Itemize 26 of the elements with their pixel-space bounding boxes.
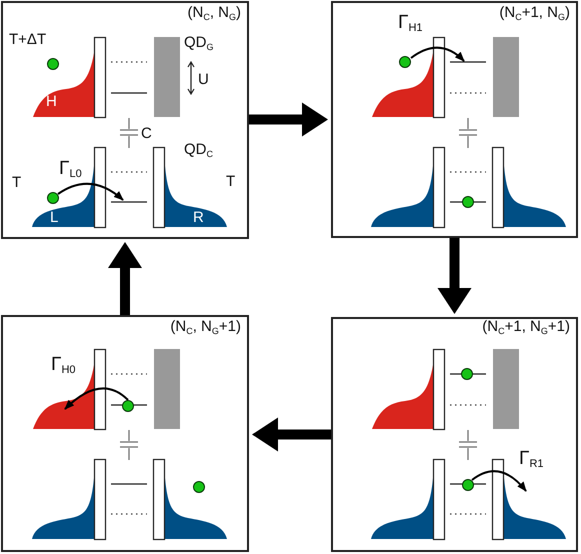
text-label: L	[50, 210, 58, 225]
text-label: R	[193, 210, 204, 225]
state-panel	[1, 1, 249, 239]
text-label: T	[226, 174, 236, 189]
text-label: H	[46, 94, 57, 109]
text-label: QD$_{G}$	[184, 35, 214, 52]
state-label: (N$_{C}$, N$_{G}$+1)	[170, 319, 241, 336]
state-label: (N$_{C}$+1, N$_{G}$)	[499, 5, 570, 22]
text-label: QD$_{C}$	[184, 142, 213, 159]
transition-arrow	[438, 238, 472, 314]
transition-arrow	[252, 418, 331, 452]
state-panel	[1, 315, 249, 552]
transition-arrow	[108, 242, 142, 315]
state-label: (N$_{C}$, N$_{G}$)	[187, 5, 241, 22]
state-panel	[331, 1, 578, 238]
rate-label: Γ$_{R1}$	[519, 449, 544, 470]
state-label: (N$_{C}$+1, N$_{G}$+1)	[482, 319, 570, 336]
rate-label: Γ$_{H0}$	[51, 355, 76, 376]
rate-label: Γ$_{L0}$	[59, 159, 82, 180]
text-label: T+ΔT	[9, 32, 46, 47]
text-label: T	[12, 175, 22, 190]
rate-label: Γ$_{H1}$	[398, 13, 423, 34]
state-panel	[331, 317, 578, 552]
text-label: C	[141, 126, 152, 141]
transition-arrow	[249, 102, 328, 136]
text-label: U	[198, 72, 209, 87]
